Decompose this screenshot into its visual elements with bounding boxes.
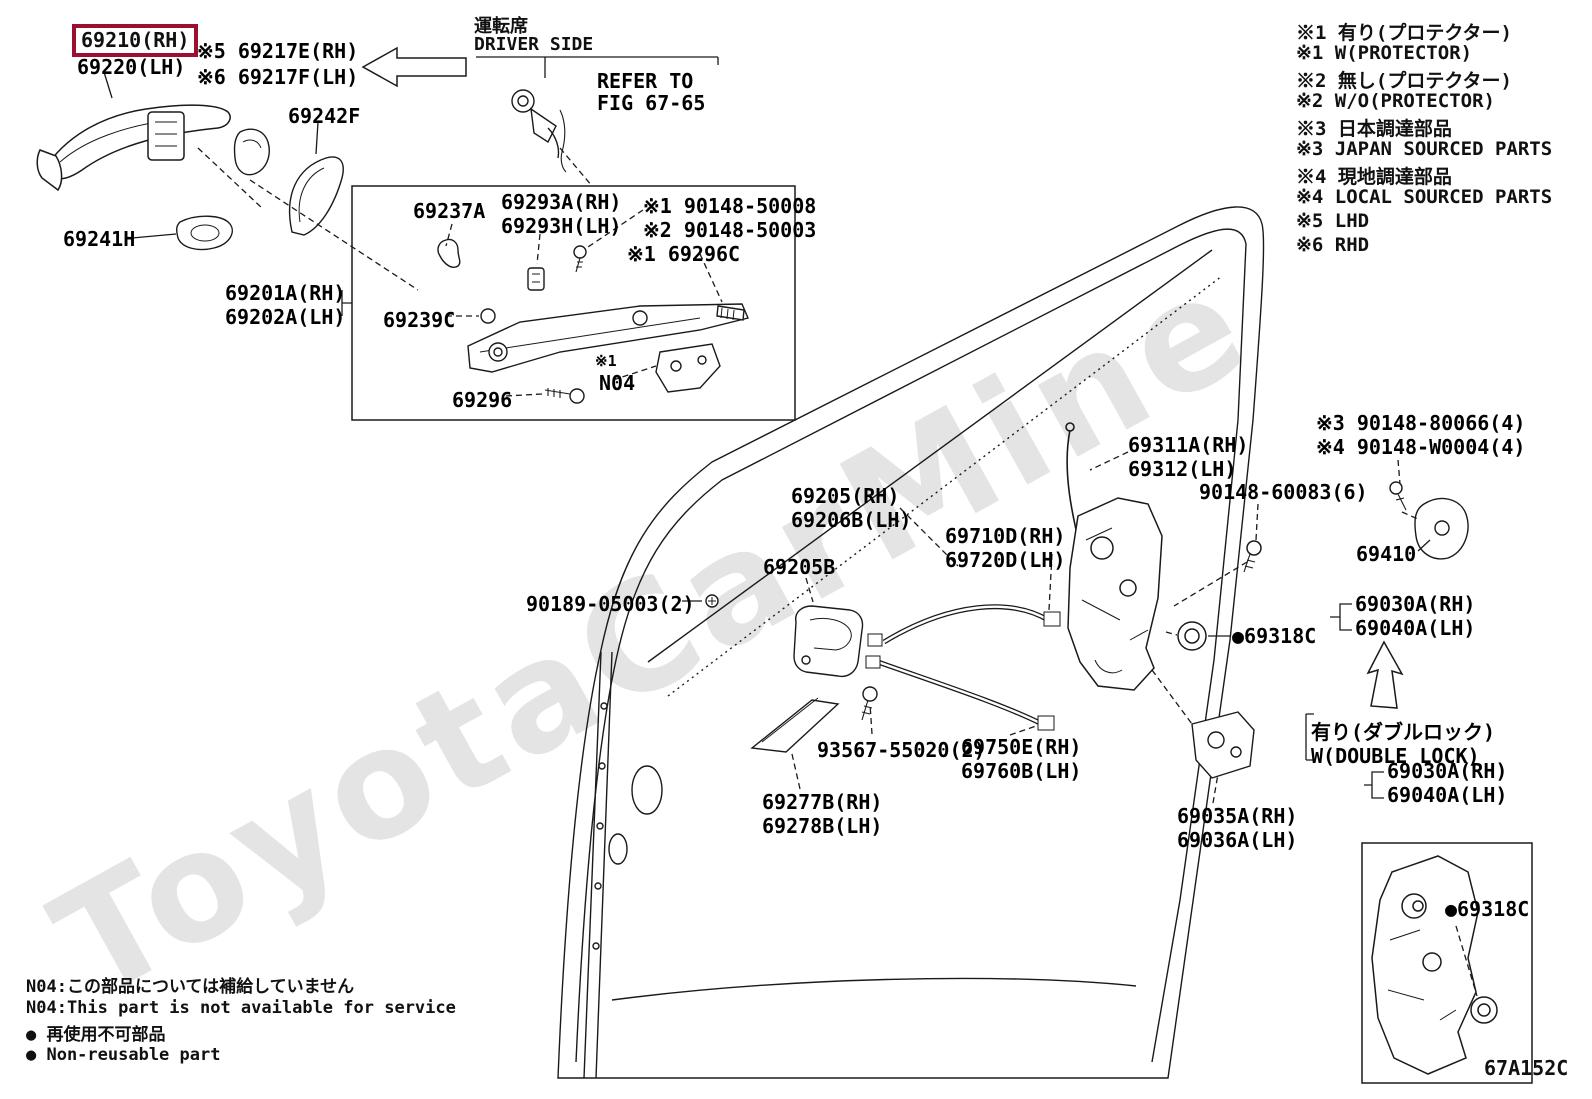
direction-arrows — [361, 46, 1404, 709]
sketch-door-panel — [557, 206, 1265, 1079]
part-label-69710d-rh[interactable]: 69710D(RH) — [945, 524, 1066, 548]
part-label-69318c[interactable]: ●69318C — [1232, 624, 1317, 648]
note-ref-star1: ※1 — [595, 352, 617, 370]
legend-item: ※2 W/O(PROTECTOR) — [1296, 90, 1495, 112]
up-arrow-icon — [1366, 640, 1404, 709]
part-label-69410[interactable]: 69410 — [1356, 542, 1417, 566]
legend-item: ※3 JAPAN SOURCED PARTS — [1296, 138, 1553, 160]
legend-item: ※1 W(PROTECTOR) — [1296, 42, 1473, 64]
part-label-69220-lh[interactable]: 69220(LH) — [77, 55, 186, 79]
footnote-n04-jp: N04:この部品については補給していません — [26, 977, 355, 997]
footnote-n04-en: N04:This part is not available for servi… — [26, 998, 456, 1018]
sketch-lock-cables — [865, 604, 1061, 731]
part-label-69030a-rh[interactable]: 69030A(RH) — [1355, 592, 1476, 616]
legend-item: ※4 現地調達部品 — [1296, 166, 1452, 188]
part-label-69210-rh-highlighted[interactable]: 69210(RH) — [72, 24, 199, 57]
part-label-90189-05003[interactable]: 90189-05003(2) — [526, 592, 695, 616]
left-arrow-icon — [361, 46, 467, 88]
sketch-outer-handle — [36, 104, 231, 192]
double-lock-label-jp: 有り(ダブルロック) — [1311, 720, 1496, 744]
part-label-69293a-rh[interactable]: 69293A(RH) — [501, 190, 622, 214]
sketch-striker — [1389, 481, 1469, 560]
part-label-69206b-lh[interactable]: 69206B(LH) — [791, 508, 912, 532]
part-label-69030a-rh-bottom[interactable]: 69030A(RH) — [1387, 759, 1508, 783]
legend-item: ※3 日本調達部品 — [1296, 118, 1452, 140]
sketch-key-cylinder — [511, 89, 567, 173]
sketch-inside-handle — [705, 594, 878, 753]
part-label-69035a-rh[interactable]: 69035A(RH) — [1177, 804, 1298, 828]
part-label-69242f[interactable]: 69242F — [288, 104, 361, 128]
legend-item: ※6 RHD — [1296, 234, 1370, 256]
part-label-69040a-lh[interactable]: 69040A(LH) — [1355, 616, 1476, 640]
part-label-69760b-lh[interactable]: 69760B(LH) — [961, 759, 1082, 783]
driver-side-label-jp: 運転席 — [474, 16, 528, 37]
legend-item: ※1 有り(プロテクター) — [1296, 22, 1512, 44]
part-label-69318c-bottom[interactable]: ●69318C — [1445, 897, 1530, 921]
part-label-90148-60083[interactable]: 90148-60083(6) — [1199, 480, 1368, 504]
part-label-69205b[interactable]: 69205B — [763, 555, 836, 579]
part-label-69296c[interactable]: ※1 69296C — [627, 242, 741, 266]
part-label-90148-80066[interactable]: ※3 90148-80066(4) — [1316, 411, 1526, 435]
part-label-69278b-lh[interactable]: 69278B(LH) — [762, 814, 883, 838]
part-label-93567-55020[interactable]: 93567-55020(2) — [817, 738, 986, 762]
driver-side-label-en: DRIVER SIDE — [474, 34, 594, 55]
part-label-90148-w0004[interactable]: ※4 90148-W0004(4) — [1316, 435, 1526, 459]
refer-to-line1: REFER TO — [597, 69, 694, 93]
part-label-90148-50008[interactable]: ※1 90148-50008 — [643, 194, 817, 218]
part-label-69311a-rh[interactable]: 69311A(RH) — [1128, 433, 1249, 457]
part-label-69312-lh[interactable]: 69312(LH) — [1128, 457, 1237, 481]
sketch-double-lock — [1361, 842, 1533, 1084]
part-label-69241h[interactable]: 69241H — [63, 227, 136, 251]
part-label-69293h-lh[interactable]: 69293H(LH) — [501, 214, 622, 238]
part-label-69750e-rh[interactable]: 69750E(RH) — [961, 735, 1082, 759]
note-ref-n04: N04 — [599, 371, 636, 395]
legend-item: ※5 LHD — [1296, 210, 1370, 232]
sketch-handle-covers — [175, 128, 344, 251]
part-label-69201a-rh[interactable]: 69201A(RH) — [225, 281, 346, 305]
footnote-nonreusable-jp: ● 再使用不可部品 — [26, 1025, 166, 1045]
leader-lines-dashed — [197, 147, 1478, 997]
legend-item: ※2 無し(プロテクター) — [1296, 70, 1512, 92]
leader-lines-solid — [103, 56, 1431, 799]
part-label-69202a-lh[interactable]: 69202A(LH) — [225, 305, 346, 329]
part-label-69217f-lh[interactable]: ※6 69217F(LH) — [197, 65, 359, 89]
part-label-69296[interactable]: 69296 — [452, 388, 513, 412]
sketch-lock-bracket — [1191, 711, 1255, 779]
part-label-90148-50003[interactable]: ※2 90148-50003 — [643, 218, 817, 242]
part-label-69040a-lh-bottom[interactable]: 69040A(LH) — [1387, 783, 1508, 807]
refer-to-line2: FIG 67-65 — [597, 91, 706, 115]
part-label-69036a-lh[interactable]: 69036A(LH) — [1177, 828, 1298, 852]
figure-code: 67A152C — [1484, 1056, 1569, 1080]
part-label-69239c[interactable]: 69239C — [383, 308, 456, 332]
double-lock-label-en: W(DOUBLE LOCK) — [1311, 744, 1480, 768]
footnote-nonreusable-en: ● Non-reusable part — [26, 1045, 221, 1065]
sketch-main-lock — [1067, 497, 1262, 691]
part-label-69720d-lh[interactable]: 69720D(LH) — [945, 548, 1066, 572]
part-label-69237a[interactable]: 69237A — [413, 199, 486, 223]
part-label-69205-rh[interactable]: 69205(RH) — [791, 484, 900, 508]
part-label-69217e-rh[interactable]: ※5 69217E(RH) — [197, 39, 359, 63]
part-label-69277b-rh[interactable]: 69277B(RH) — [762, 790, 883, 814]
legend-item: ※4 LOCAL SOURCED PARTS — [1296, 186, 1553, 208]
